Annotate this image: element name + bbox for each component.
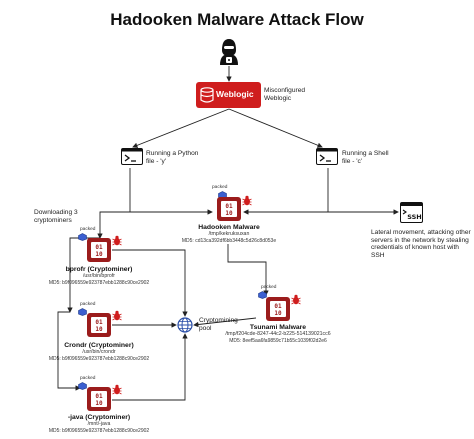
weblogic-node: Weblogic bbox=[196, 82, 261, 108]
edge-java-pool bbox=[112, 333, 188, 401]
svg-text:01: 01 bbox=[225, 203, 233, 210]
tsunami-md5: MD5: 8eef5aa6fa9859c71b55c1039f02d2e6 bbox=[229, 338, 327, 344]
python-script-label: Running a Python file - 'y' bbox=[146, 150, 199, 165]
hadooken-path: /tmp/kekruksuxan bbox=[208, 231, 250, 237]
bug-icon bbox=[112, 384, 122, 395]
hadooken-name: Hadooken Malware bbox=[198, 224, 260, 231]
svg-text:10: 10 bbox=[225, 210, 233, 217]
ssh-label: SSH bbox=[407, 213, 422, 221]
globe-icon bbox=[177, 317, 193, 333]
crondr-path: /usr/bin/crondr bbox=[82, 349, 116, 355]
weblogic-caption: Misconfigured Weblogic bbox=[264, 87, 306, 102]
packed-badge: packed bbox=[212, 185, 228, 190]
edge-tsunami-pool bbox=[193, 317, 257, 328]
downloading-label: Downloading 3 cryptominers bbox=[34, 209, 78, 224]
svg-text:01: 01 bbox=[95, 393, 103, 400]
edge-python-bprofr bbox=[97, 211, 130, 239]
database-icon bbox=[200, 87, 214, 103]
bug-icon bbox=[112, 235, 122, 246]
edge-bprofr-pool bbox=[112, 249, 188, 317]
svg-text:10: 10 bbox=[95, 326, 103, 333]
hadooken-md5: MD5: cd13ca392df6bb3448c5d26c8d053e bbox=[181, 238, 277, 244]
edge-weblogic-python bbox=[132, 108, 230, 148]
java-md5: MD5: b9f096559e923787ebb1288c90ce2902 bbox=[48, 428, 150, 434]
tsunami-name: Tsunami Malware bbox=[249, 324, 307, 331]
java-binary-icon: 01 10 bbox=[87, 387, 111, 411]
svg-text:10: 10 bbox=[274, 310, 282, 317]
package-icon bbox=[258, 291, 267, 299]
svg-text:01: 01 bbox=[274, 303, 282, 310]
packed-badge: packed bbox=[80, 302, 96, 307]
edge-crondr-java bbox=[57, 311, 81, 391]
java-path: /mnt/-java bbox=[87, 421, 111, 427]
package-icon bbox=[78, 233, 87, 241]
bug-icon bbox=[112, 310, 122, 321]
java-name: -java (Cryptominer) bbox=[67, 414, 131, 421]
edge-weblogic-shell bbox=[228, 108, 323, 148]
packed-badge: packed bbox=[261, 285, 277, 290]
packed-badge: packed bbox=[80, 227, 96, 232]
weblogic-label: Weblogic bbox=[216, 89, 254, 99]
packed-badge: packed bbox=[80, 376, 96, 381]
svg-text:01: 01 bbox=[95, 319, 103, 326]
crondr-md5: MD5: b9f096559e923787ebb1288c90ce2902 bbox=[48, 356, 150, 362]
cryptomining-pool-label: Cryptomining pool bbox=[199, 317, 238, 332]
terminal-icon bbox=[121, 148, 143, 165]
package-icon bbox=[78, 382, 87, 390]
bug-icon bbox=[291, 294, 301, 305]
svg-text:01: 01 bbox=[95, 244, 103, 251]
bprofr-name: bprofr (Cryptominer) bbox=[65, 266, 133, 273]
hadooken-binary-icon: 01 10 bbox=[217, 197, 241, 221]
bprofr-binary-icon: 01 10 bbox=[87, 238, 111, 262]
svg-text:10: 10 bbox=[95, 400, 103, 407]
bprofr-md5: MD5: b9f096559e923787ebb1288c90ce2902 bbox=[48, 280, 150, 286]
page-title: Hadooken Malware Attack Flow bbox=[110, 10, 364, 29]
bprofr-path: /usr/bin/bprofr bbox=[82, 273, 115, 279]
tsunami-binary-icon: 01 10 bbox=[266, 297, 290, 321]
shell-script-label: Running a Shell file - 'c' bbox=[342, 150, 389, 165]
crondr-name: Crondr (Cryptominer) bbox=[64, 342, 134, 349]
terminal-icon bbox=[316, 148, 338, 165]
crondr-binary-icon: 01 10 bbox=[87, 313, 111, 337]
bug-icon bbox=[242, 195, 252, 206]
package-icon bbox=[78, 308, 87, 316]
ssh-terminal-icon: SSH bbox=[400, 202, 423, 223]
ssh-caption: Lateral movement, attacking other server… bbox=[371, 229, 471, 259]
tsunami-path: /tmp/f204cde-8247-44c2-b225-514139021cc6 bbox=[225, 331, 331, 337]
edge-hadooken-tsunami bbox=[227, 244, 269, 296]
svg-text:10: 10 bbox=[95, 251, 103, 258]
hacker-icon bbox=[220, 39, 238, 65]
